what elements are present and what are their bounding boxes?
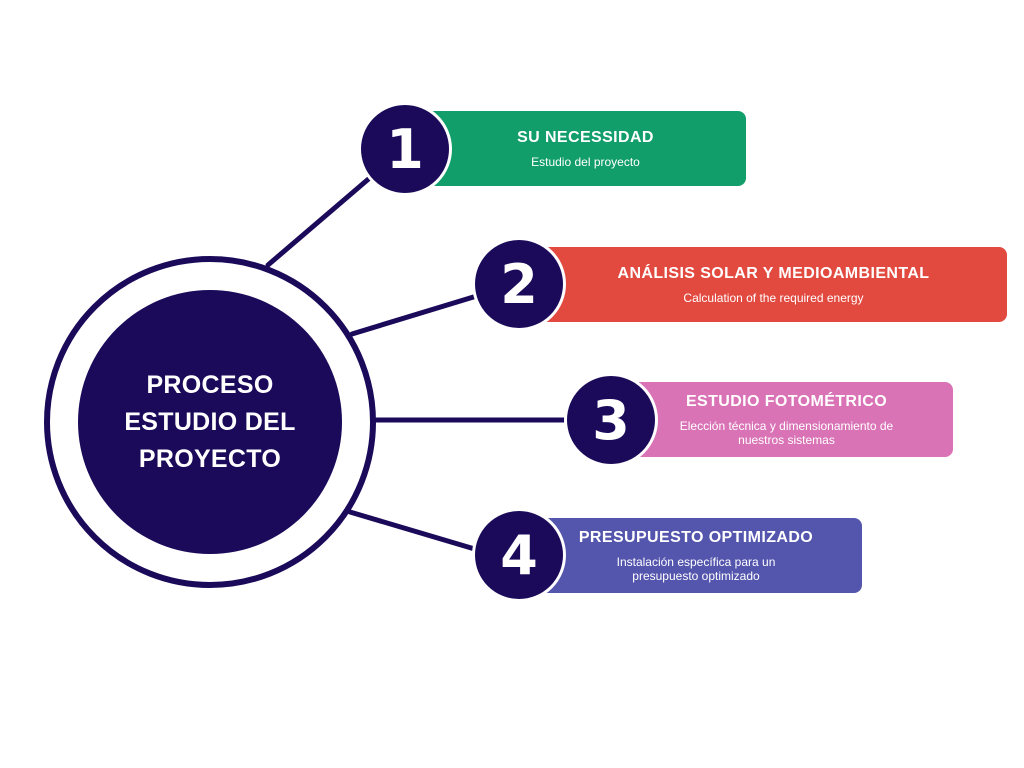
connector-line-1	[265, 173, 375, 268]
step-1-content: SU NECESSIDAD Estudio del proyecto	[517, 129, 654, 169]
step-4-title: PRESUPUESTO OPTIMIZADO	[578, 528, 814, 546]
step-3-content: ESTUDIO FOTOMÉTRICO Elección técnica y d…	[662, 393, 912, 447]
step-2-card: ANÁLISIS SOLAR Y MEDIOAMBIENTAL Calculat…	[530, 247, 1007, 322]
step-2-number-badge: 2	[472, 237, 566, 331]
center-node: PROCESO ESTUDIO DEL PROYECTO	[78, 290, 342, 554]
step-4-card: PRESUPUESTO OPTIMIZADO Instalación espec…	[530, 518, 862, 593]
step-4-number-badge: 4	[472, 508, 566, 602]
step-1-card: SU NECESSIDAD Estudio del proyecto	[425, 111, 746, 186]
step-2-title: ANÁLISIS SOLAR Y MEDIOAMBIENTAL	[617, 264, 930, 282]
connector-line-4	[347, 509, 481, 553]
step-4-content: PRESUPUESTO OPTIMIZADO Instalación espec…	[579, 529, 813, 583]
step-3-number-badge: 3	[564, 373, 658, 467]
step-4-subtitle: Instalación específica para un presupues…	[616, 554, 776, 583]
step-3-title: ESTUDIO FOTOMÉTRICO	[685, 392, 888, 410]
step-1-number-badge: 1	[358, 102, 452, 196]
step-3-subtitle: Elección técnica y dimensionamiento de n…	[679, 418, 894, 447]
step-2-content: ANÁLISIS SOLAR Y MEDIOAMBIENTAL Calculat…	[608, 265, 930, 305]
connector-line-2	[349, 292, 483, 337]
step-3-card: ESTUDIO FOTOMÉTRICO Elección técnica y d…	[620, 382, 953, 457]
step-2-subtitle: Calculation of the required energy	[683, 290, 864, 305]
step-1-title: SU NECESSIDAD	[517, 128, 654, 146]
step-1-subtitle: Estudio del proyecto	[531, 154, 640, 169]
center-title: PROCESO ESTUDIO DEL PROYECTO	[124, 370, 296, 473]
